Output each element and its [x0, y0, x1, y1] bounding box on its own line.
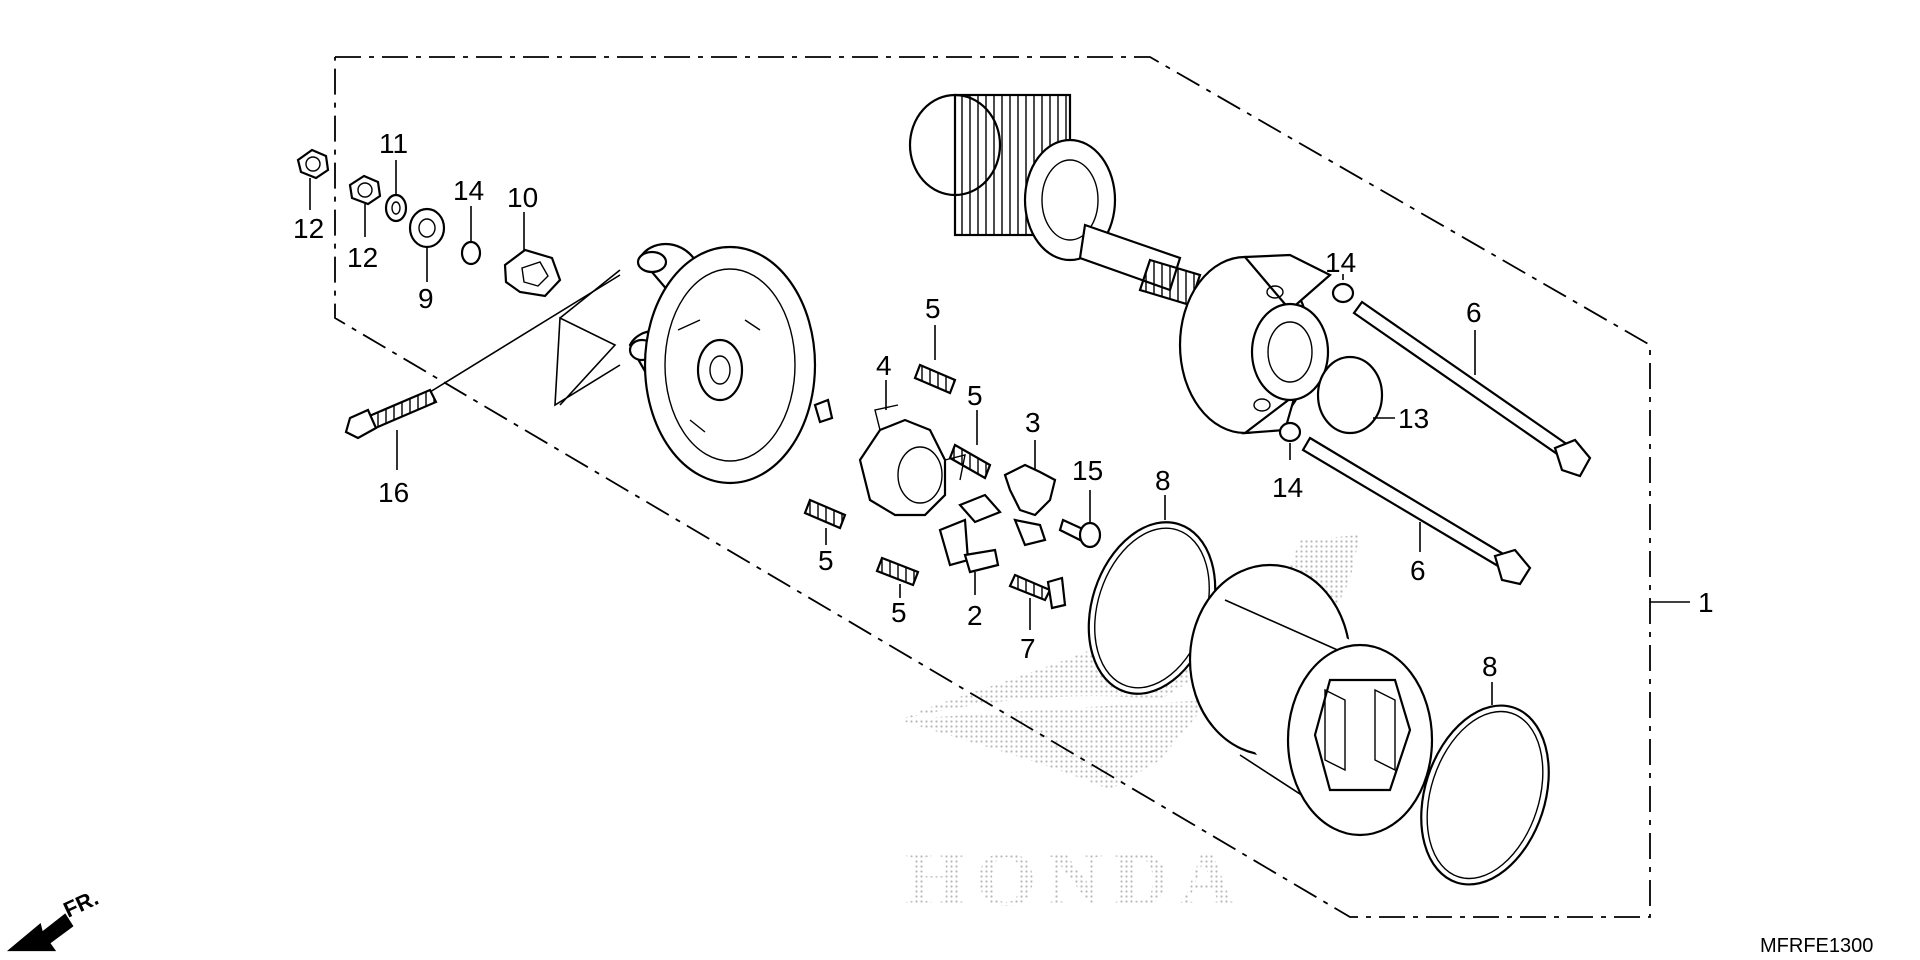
callout-15: 15	[1072, 455, 1103, 486]
callout-14a: 14	[453, 175, 484, 206]
leader-16	[554, 316, 621, 407]
screw-15	[1058, 518, 1102, 549]
yoke-housing	[1188, 563, 1434, 840]
callout-5c: 5	[818, 545, 834, 576]
callout-1: 1	[1698, 587, 1714, 618]
washer-14c	[1278, 421, 1302, 443]
callout-3: 3	[1025, 407, 1041, 438]
brush-2	[938, 493, 1002, 574]
flange-nut-12b	[348, 174, 382, 206]
o-ring-8b	[1420, 704, 1550, 886]
rear-cover	[628, 243, 817, 485]
callout-9: 9	[418, 283, 434, 314]
terminal-insulator-10	[503, 248, 562, 298]
callout-16: 16	[378, 477, 409, 508]
spring-5c	[803, 498, 847, 530]
callout-6a: 6	[1466, 297, 1482, 328]
washer-11	[384, 193, 408, 223]
callout-14c: 14	[1272, 472, 1303, 503]
callout-8a: 8	[1155, 465, 1171, 496]
watermark-text: HONDA	[905, 835, 1245, 922]
bolt-16	[344, 388, 438, 440]
callout-12b: 12	[347, 242, 378, 273]
callout-8b: 8	[1482, 651, 1498, 682]
callout-14b: 14	[1325, 247, 1356, 278]
front-direction-arrow: FR.	[6, 885, 102, 952]
spring-5a	[913, 363, 957, 395]
through-bolt-6b	[1301, 436, 1532, 586]
spring-5d	[875, 556, 920, 587]
assembly-boundary	[334, 56, 1651, 918]
callout-5a: 5	[925, 293, 941, 324]
callout-2: 2	[967, 600, 983, 631]
callout-4: 4	[876, 350, 892, 381]
o-ring-13	[1316, 355, 1384, 435]
callout-5b: 5	[967, 380, 983, 411]
brush-insulator	[813, 398, 834, 424]
callout-7: 7	[1020, 633, 1036, 664]
terminal-bolt-7	[1008, 573, 1067, 610]
callout-13: 13	[1398, 403, 1429, 434]
armature	[908, 93, 1202, 307]
callout-11: 11	[379, 128, 408, 159]
callout-6b: 6	[1410, 555, 1426, 586]
brush-set-3	[1003, 463, 1057, 547]
washer-14b	[1331, 282, 1355, 304]
through-bolt-6a	[1352, 300, 1592, 478]
callout-5d: 5	[891, 597, 907, 628]
callout-labels: 1 2 3 4 5 5 5 5 6 6 7 8 8 9 10 11 12 12 …	[293, 128, 1714, 682]
brush-holder-4	[858, 404, 966, 517]
o-ring-14a	[460, 240, 482, 266]
spring-5b	[948, 443, 992, 480]
diagram-code: MFRFE1300	[1760, 935, 1873, 957]
front-cover	[1178, 253, 1332, 435]
flange-nut-12a	[296, 148, 330, 180]
insulator-9	[408, 207, 446, 249]
callout-10: 10	[507, 182, 538, 213]
callout-12a: 12	[293, 213, 324, 244]
